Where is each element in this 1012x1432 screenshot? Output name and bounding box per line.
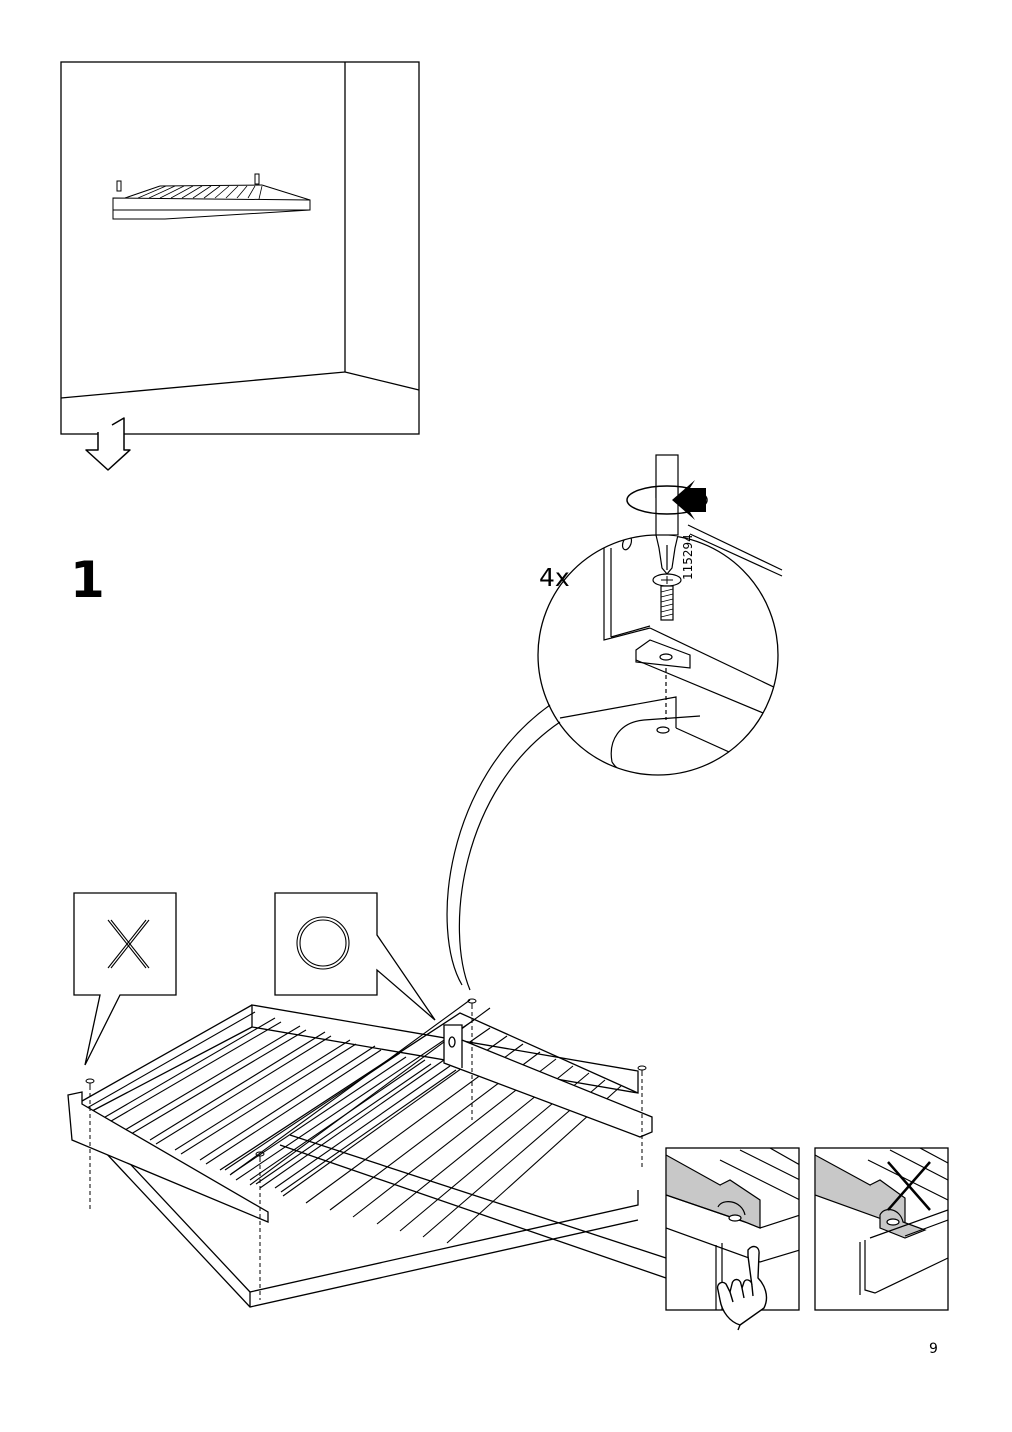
correct-bubble [274,892,436,1021]
main-assembly [67,998,667,1308]
overview-scene [60,61,420,435]
wrong-bubble [73,892,177,1066]
right-bracket [443,1024,653,1138]
screw-icons [85,998,647,1162]
pointing-hand-icon [716,1245,768,1331]
left-bracket [67,1091,269,1223]
step-number: 1 [70,551,105,609]
zoom-detail [446,454,783,991]
detail-correct [665,1147,800,1331]
zoom-pointer [446,704,551,986]
overview-shelf [112,173,311,220]
clockwise-arrow-icon [626,480,708,520]
x-mark-icon [107,919,150,969]
circle-icon [296,916,350,970]
continue-arrow-icon [85,417,131,471]
part-number: 115294 [681,534,695,580]
quantity-label: 4x [539,563,570,592]
page-number: 9 [929,1341,938,1357]
detail-wrong [814,1147,949,1311]
overview-frame [60,61,420,435]
x-mark-icon [887,1161,931,1211]
